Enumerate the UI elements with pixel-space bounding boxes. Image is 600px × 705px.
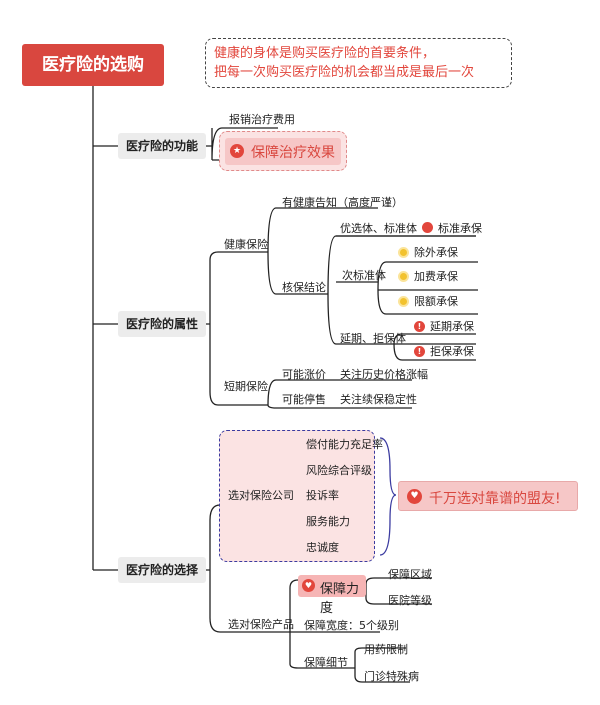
company-item-service: 服务能力 [306, 515, 350, 528]
health-disclosure: 有健康告知（高度严谨） [282, 196, 403, 209]
details-item-drug: 用药限制 [364, 643, 408, 656]
postponed-result-decline: 拒保承保 [430, 345, 474, 358]
power-label: 保障力度 [320, 582, 360, 616]
function-item-reimburse: 报销治疗费用 [229, 113, 295, 126]
details-item-outpatient: 门诊特殊病 [364, 670, 419, 683]
node-selection: 医疗险的选择 [118, 557, 206, 583]
substandard-result-exclusion: 除外承保 [414, 246, 458, 259]
product-label: 选对保险产品 [228, 618, 294, 631]
short-row-price-label: 可能涨价 [282, 368, 326, 381]
node-function: 医疗险的功能 [118, 133, 206, 159]
alert-icon: ! [414, 321, 425, 332]
substandard-result-surcharge: 加费承保 [414, 270, 458, 283]
health-conclusion: 核保结论 [282, 281, 326, 294]
callout-box: 健康的身体是购买医疗险的首要条件， 把每一次购买医疗险的机会都当成是最后一次 [205, 38, 512, 88]
root-title: 医疗险的选购 [22, 44, 164, 86]
thumbs-up-icon [422, 222, 433, 233]
product-breadth: 保障宽度：5个级别 [304, 619, 399, 632]
company-label: 选对保险公司 [228, 489, 294, 502]
company-item-loyalty: 忠诚度 [306, 541, 339, 554]
company-group-box [219, 430, 375, 562]
star-icon: ★ [230, 144, 244, 158]
warning-dot-icon [398, 247, 409, 258]
substandard-result-limit: 限额承保 [414, 295, 458, 308]
short-term-label: 短期保险 [224, 380, 268, 393]
postponed-result-delay: 延期承保 [430, 320, 474, 333]
short-row-stop-label: 可能停售 [282, 393, 326, 406]
heart-icon: ♥ [302, 579, 315, 592]
substandard-label: 次标准体 [342, 269, 386, 282]
company-highlight-text: 千万选对靠谱的盟友! [429, 491, 561, 507]
health-label: 健康保险 [224, 238, 268, 251]
warning-dot-icon [398, 271, 409, 282]
company-item-risk-rating: 风险综合评级 [306, 464, 372, 477]
power-item-region: 保障区域 [388, 568, 432, 581]
short-row-stop-note: 关注续保稳定性 [340, 393, 417, 406]
function-highlight-text: 保障治疗效果 [251, 145, 335, 161]
callout-line-1: 健康的身体是购买医疗险的首要条件， [214, 46, 436, 61]
company-item-complaint: 投诉率 [306, 489, 339, 502]
short-row-price-note: 关注历史价格涨幅 [340, 368, 428, 381]
callout-line-2: 把每一次购买医疗险的机会都当成是最后一次 [214, 65, 475, 80]
preferred-label: 优选体、标准体 [340, 222, 417, 235]
postponed-label: 延期、拒保体 [340, 332, 406, 345]
warning-dot-icon [398, 296, 409, 307]
preferred-result: 标准承保 [438, 222, 482, 235]
alert-icon: ! [414, 346, 425, 357]
function-highlight-tag: ★ 保障治疗效果 [225, 138, 341, 165]
company-item-solvency: 偿付能力充足率 [306, 438, 383, 451]
heart-icon: ♥ [407, 489, 422, 504]
power-item-hospital-level: 医院等级 [388, 594, 432, 607]
details-label: 保障细节 [304, 656, 348, 669]
power-tag: ♥ 保障力度 [298, 575, 366, 616]
node-attributes: 医疗险的属性 [118, 311, 206, 337]
company-highlight-tag: ♥ 千万选对靠谱的盟友! [398, 481, 578, 511]
